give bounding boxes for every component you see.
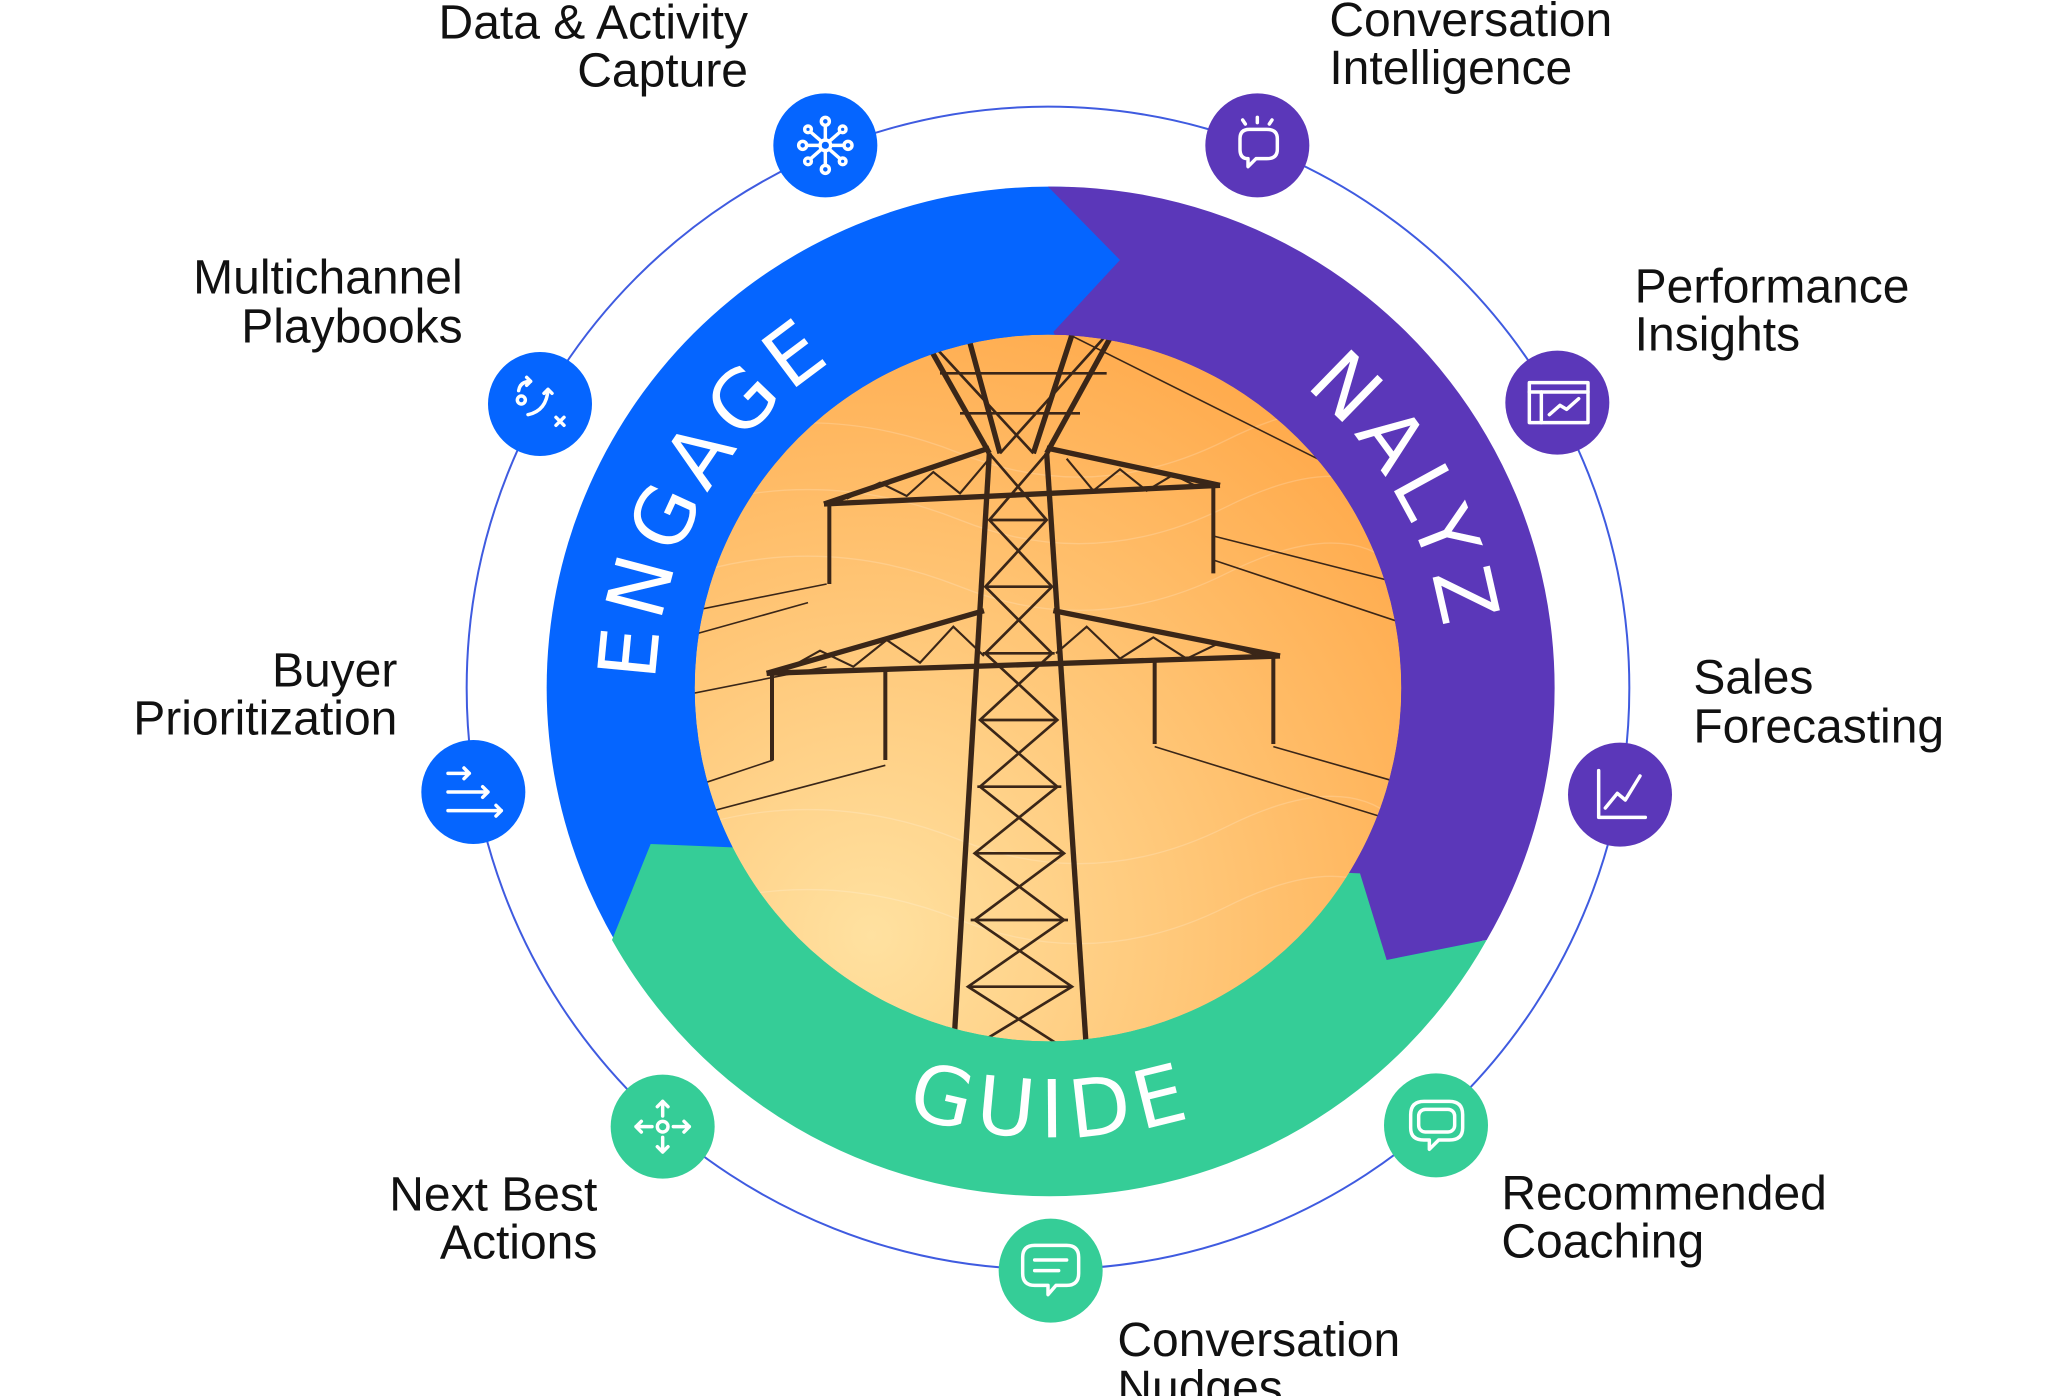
node-circle	[1505, 350, 1610, 455]
speech-bubble-spark-icon	[1238, 115, 1280, 169]
directional-arrows-icon	[634, 1099, 692, 1154]
feature-label-line1: Buyer	[272, 645, 397, 698]
feature-label-line2: Forecasting	[1693, 701, 1944, 754]
feature-label-line1: Next Best	[389, 1169, 597, 1222]
feature-sales-forecasting: Sales Forecasting	[1568, 651, 1944, 847]
feature-conversation-nudges: Conversation Nudges	[998, 1218, 1400, 1396]
feature-label-line1: Performance	[1635, 261, 1910, 314]
sorted-arrows-icon	[446, 766, 504, 818]
speech-bubble-icon	[1408, 1099, 1465, 1152]
feature-label-line2: Coaching	[1501, 1215, 1704, 1268]
feature-next-best-actions: Next Best Actions	[389, 1074, 715, 1270]
feature-data-activity-capture: Data & Activity Capture	[439, 0, 878, 198]
line-chart-icon	[1596, 768, 1648, 820]
feature-label-line1: Multichannel	[193, 251, 462, 304]
node-circle	[773, 93, 878, 198]
feature-label-line2: Insights	[1635, 309, 1800, 362]
feature-buyer-prioritization: Buyer Prioritization	[133, 645, 526, 844]
node-circle	[1384, 1073, 1488, 1178]
network-nodes-icon	[796, 115, 854, 176]
feature-multichannel-playbooks: Multichannel Playbooks	[193, 251, 592, 456]
feature-label-line2: Nudges	[1117, 1362, 1282, 1396]
node-circle	[488, 352, 592, 456]
node-circle	[1205, 93, 1310, 198]
chat-message-icon	[1020, 1243, 1081, 1297]
dashboard-window-icon	[1527, 380, 1590, 425]
feature-label-line2: Prioritization	[133, 693, 397, 746]
feature-label-line1: Recommended	[1501, 1167, 1827, 1220]
feature-label-line1: Conversation	[1329, 0, 1612, 47]
feature-label-line1: Data & Activity	[439, 0, 748, 50]
feature-label-line2: Playbooks	[241, 301, 462, 354]
play-diagram-icon	[515, 375, 566, 428]
feature-label-line2: Capture	[577, 45, 748, 98]
feature-label-line2: Actions	[440, 1217, 597, 1270]
feature-label-line1: Sales	[1693, 651, 1813, 704]
feature-label-line2: Intelligence	[1329, 42, 1572, 95]
power-tower-image	[694, 334, 1402, 1042]
feature-performance-insights: Performance Insights	[1505, 261, 1909, 455]
node-circle	[610, 1074, 715, 1179]
feature-conversation-intelligence: Conversation Intelligence	[1205, 0, 1612, 198]
feature-recommended-coaching: Recommended Coaching	[1384, 1073, 1827, 1268]
feature-label-line1: Conversation	[1117, 1314, 1400, 1367]
